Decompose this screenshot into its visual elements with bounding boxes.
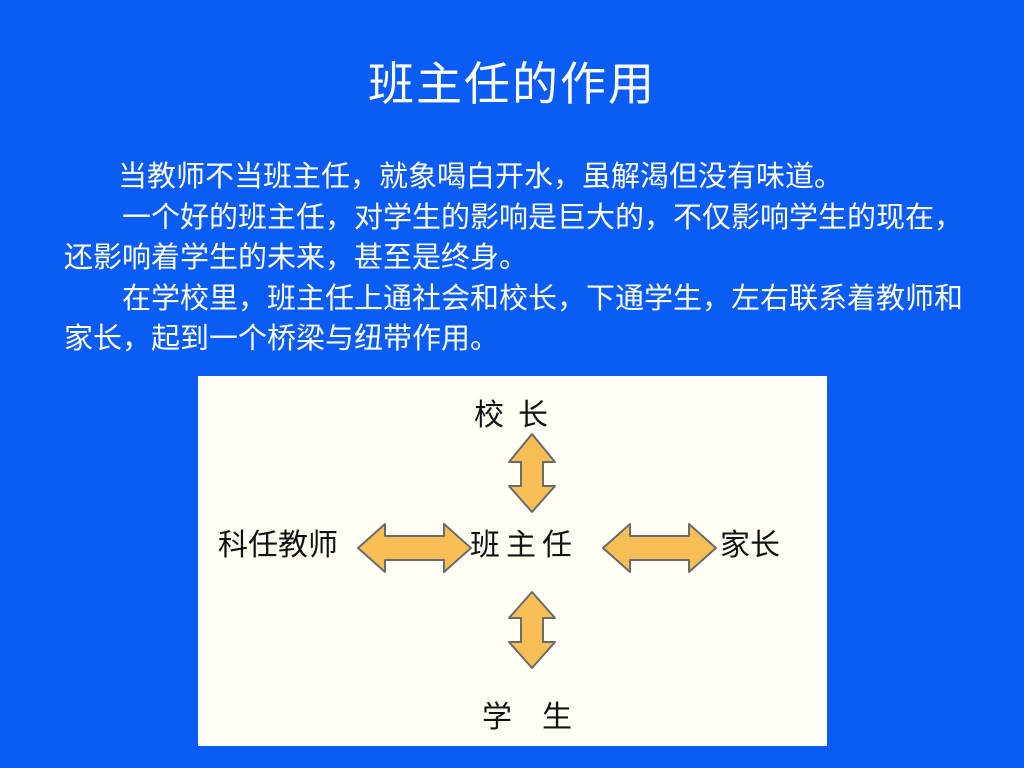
- node-head-teacher: 班主任: [470, 528, 578, 563]
- slide-title: 班主任的作用: [368, 57, 656, 111]
- arrow-top: [508, 433, 556, 513]
- arrow-left: [357, 523, 472, 573]
- node-principal: 校长: [474, 398, 562, 433]
- relationship-diagram: 校长 科任教师 班主任 家长 学生: [198, 376, 827, 746]
- paragraph-2: 一个好的班主任，对学生的影响是巨大的，不仅影响学生的现在，还影响着学生的未来，甚…: [64, 199, 964, 275]
- diagram-arrows: [357, 433, 717, 669]
- arrow-right: [602, 523, 717, 573]
- paragraph-3: 在学校里，班主任上通社会和校长，下通学生，左右联系着教师和家长，起到一个桥梁与纽…: [64, 280, 964, 356]
- node-parents: 家长: [720, 528, 780, 563]
- node-subject-teacher: 科任教师: [218, 528, 338, 563]
- arrow-bottom: [508, 591, 556, 669]
- body-text: 当教师不当班主任，就象喝白开水，虽解渴但没有味道。 一个好的班主任，对学生的影响…: [64, 156, 984, 359]
- paragraph-1: 当教师不当班主任，就象喝白开水，虽解渴但没有味道。: [118, 159, 844, 193]
- node-students: 学生: [482, 700, 602, 735]
